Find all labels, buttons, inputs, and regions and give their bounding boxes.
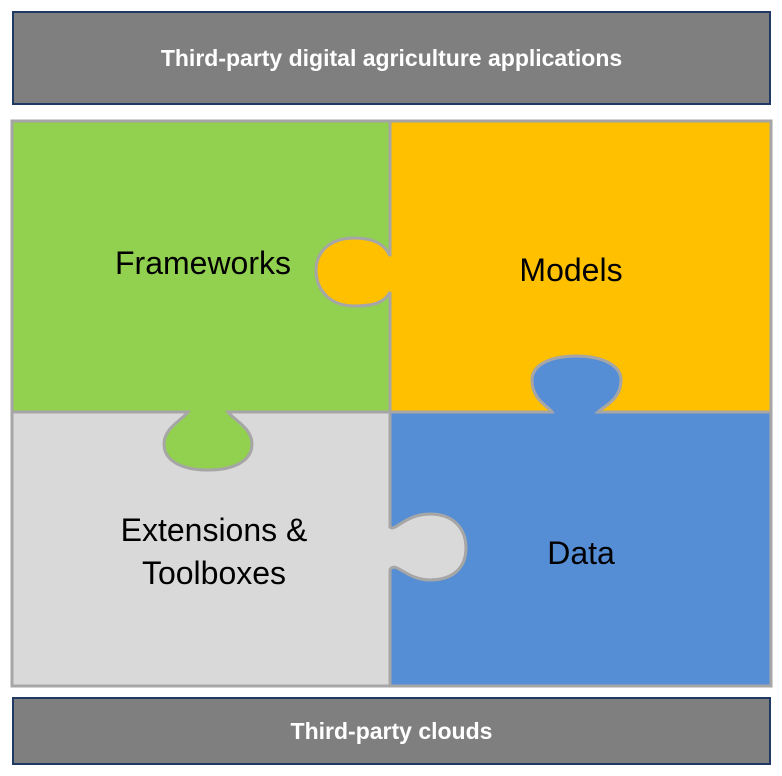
top-banner: Third-party digital agriculture applicat… xyxy=(12,11,771,105)
frameworks-label: Frameworks xyxy=(115,245,291,281)
extensions-label-line2: Toolboxes xyxy=(142,555,286,591)
bottom-banner: Third-party clouds xyxy=(12,697,771,765)
puzzle-piece-frameworks xyxy=(10,119,392,472)
models-label: Models xyxy=(519,252,622,288)
data-label: Data xyxy=(547,535,615,571)
puzzle-frame xyxy=(10,119,773,688)
bottom-banner-title: Third-party clouds xyxy=(290,717,493,744)
extensions-label-line1: Extensions & xyxy=(121,512,308,548)
top-banner-title: Third-party digital agriculture applicat… xyxy=(160,44,623,71)
